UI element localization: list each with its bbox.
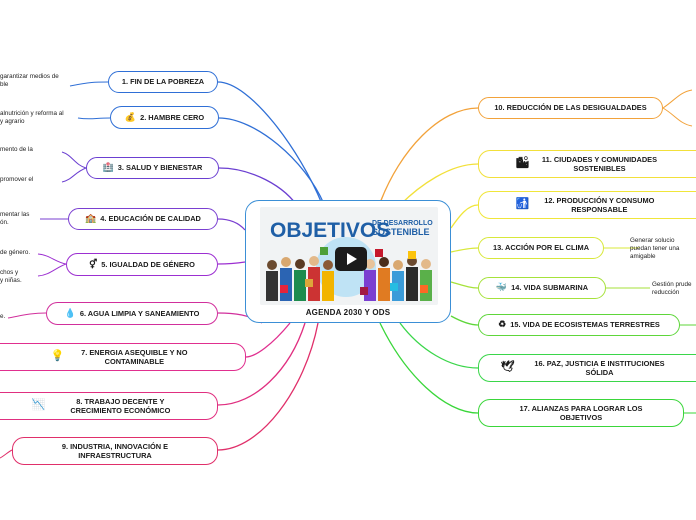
link-goal-16 (399, 322, 479, 369)
goal-4-node[interactable]: 🏫 4. EDUCACIÓN DE CALIDAD (68, 208, 218, 230)
goal-1-label: 1. FIN DE LA POBREZA (121, 77, 205, 87)
goal-7-label: 7. ENERGIA ASEQUIBLE Y NO CONTAMINABLE (81, 347, 188, 366)
link-goal-12 (450, 204, 479, 229)
link-goal-2 (218, 117, 325, 205)
goal-14-label: 14. VIDA SUBMARINA (511, 283, 589, 293)
dove-icon: 🕊 (500, 361, 515, 374)
goal-10-label: 10. REDUCCIÓN DE LAS DESIGUALDADES (494, 103, 647, 113)
goal-3-label: 3. SALUD Y BIENESTAR (117, 163, 203, 173)
video-heading-side-1: DE DESARROLLO (372, 220, 433, 227)
sdg-tiles (280, 247, 428, 295)
link-goal-9 (217, 322, 319, 451)
central-topic-title: AGENDA 2030 Y ODS (305, 308, 391, 317)
link-note-1 (69, 81, 109, 87)
goal-2-node[interactable]: 💰 2. HAMBRE CERO (110, 106, 219, 129)
central-topic[interactable]: OBJETIVOS DE DESARROLLO SOSTENIBLE AGEND… (245, 200, 451, 323)
link-note-9 (0, 449, 13, 459)
goal-4-label: 4. EDUCACIÓN DE CALIDAD (100, 214, 201, 224)
note-goal-2[interactable]: alnutrición y reforma al y agrario (0, 110, 64, 126)
goal-3-node[interactable]: 🏥 3. SALUD Y BIENESTAR (86, 157, 219, 179)
school-icon: 🏫 (85, 213, 97, 224)
goal-10-node[interactable]: 10. REDUCCIÓN DE LAS DESIGUALDADES (478, 97, 663, 119)
goal-11-label: 11. CIUDADES Y COMUNIDADES SOSTENIBLES (541, 154, 658, 173)
goal-11-node[interactable]: 🏙 11. CIUDADES Y COMUNIDADES SOSTENIBLES (478, 150, 696, 178)
link-note-2 (77, 117, 111, 120)
goal-9-label: 9. INDUSTRIA, INNOVACIÓN E INFRAESTRUCTU… (61, 441, 169, 460)
goal-6-node[interactable]: 💧 6. AGUA LIMPIA Y SANEAMIENTO (46, 302, 218, 325)
link-note-6 (7, 312, 47, 319)
link-goal-8 (217, 322, 306, 406)
note-goal-5a[interactable]: de género. (0, 249, 31, 256)
link-goal-1 (217, 81, 323, 205)
goal-17-label: 17. ALIANZAS PARA LOGRAR LOS OBJETIVOS (519, 403, 643, 422)
goal-8-label: 8. TRABAJO DECENTE Y CRECIMIENTO ECONÓMI… (70, 396, 171, 415)
chart-down-icon: 📉 (31, 399, 46, 412)
note-goal-13[interactable]: Generar solucio puedan tener una amigabl… (630, 237, 680, 261)
goal-12-node[interactable]: 🚮 12. PRODUCCIÓN Y CONSUMO RESPONSABLE (478, 191, 696, 219)
play-button[interactable] (335, 247, 367, 271)
goal-16-node[interactable]: 🕊 16. PAZ, JUSTICIA E INSTITUCIONES SÓLI… (478, 354, 696, 382)
link-note-5b (37, 263, 67, 277)
goal-16-label: 16. PAZ, JUSTICIA E INSTITUCIONES SÓLIDA (534, 358, 665, 377)
video-thumbnail[interactable]: OBJETIVOS DE DESARROLLO SOSTENIBLE (260, 207, 438, 305)
goal-6-label: 6. AGUA LIMPIA Y SANEAMIENTO (79, 308, 200, 318)
goal-15-label: 15. VIDA DE ECOSISTEMAS TERRESTRES (510, 320, 660, 330)
goal-5-node[interactable]: ⚥ 5. IGUALDAD DE GÉNERO (66, 253, 218, 276)
link-note-3a (61, 151, 87, 169)
recycle-bin-icon: 🚮 (515, 198, 530, 211)
goal-12-label: 12. PRODUCCIÓN Y CONSUMO RESPONSABLE (544, 195, 655, 214)
note-goal-3a[interactable]: mento de la (0, 146, 33, 153)
video-heading-side-2: SOSTENIBLE (372, 227, 430, 237)
note-goal-3b[interactable]: promover el (0, 176, 34, 183)
link-goal-5 (217, 261, 246, 265)
link-note-3b (61, 167, 87, 183)
goal-9-node[interactable]: 9. INDUSTRIA, INNOVACIÓN E INFRAESTRUCTU… (12, 437, 218, 465)
water-drop-icon: 💧 (64, 307, 76, 318)
recycle-icon: ♻ (498, 319, 507, 330)
goal-14-node[interactable]: 🐳 14. VIDA SUBMARINA (478, 277, 606, 299)
link-goal-7 (245, 322, 291, 358)
note-goal-6[interactable]: e. (0, 313, 6, 320)
whale-icon: 🐳 (495, 282, 508, 293)
hospital-icon: 🏥 (102, 162, 114, 173)
link-goal-11 (399, 163, 479, 206)
link-goal-13 (450, 247, 479, 253)
link-goal-15 (450, 315, 479, 326)
money-bag-icon: 💰 (124, 111, 137, 122)
link-goal-17 (379, 322, 479, 414)
note-goal-1[interactable]: garantizar medios de ble (0, 73, 59, 89)
goal-8-node[interactable]: 📉 8. TRABAJO DECENTE Y CRECIMIENTO ECONÓ… (0, 392, 218, 420)
video-heading-main: OBJETIVOS (270, 219, 390, 242)
link-goal-14 (450, 281, 479, 289)
link-note-10b (662, 107, 693, 127)
light-bulb-icon: 💡 (50, 350, 65, 363)
goal-13-label: 13. ACCIÓN POR EL CLIMA (492, 243, 590, 253)
note-goal-5b[interactable]: chos y y niñas. (0, 269, 22, 285)
link-goal-10 (379, 107, 479, 204)
link-note-5a (37, 253, 67, 265)
note-goal-4[interactable]: mentar las ón. (0, 211, 30, 227)
goal-5-label: 5. IGUALDAD DE GÉNERO (101, 259, 195, 269)
goal-15-node[interactable]: ♻ 15. VIDA DE ECOSISTEMAS TERRESTRES (478, 314, 680, 336)
note-goal-14[interactable]: Gestión prude reducción (652, 281, 692, 297)
city-icon: 🏙 (515, 157, 530, 170)
goal-13-node[interactable]: 13. ACCIÓN POR EL CLIMA (478, 237, 604, 259)
link-goal-4 (217, 218, 246, 231)
goal-1-node[interactable]: 1. FIN DE LA POBREZA (108, 71, 218, 93)
link-note-10 (662, 89, 693, 109)
goal-17-node[interactable]: 17. ALIANZAS PARA LOGRAR LOS OBJETIVOS (478, 399, 684, 427)
goal-2-label: 2. HAMBRE CERO (140, 112, 205, 122)
goal-7-node[interactable]: 💡 7. ENERGIA ASEQUIBLE Y NO CONTAMINABLE (0, 343, 246, 371)
gender-icon: ⚥ (89, 258, 98, 269)
